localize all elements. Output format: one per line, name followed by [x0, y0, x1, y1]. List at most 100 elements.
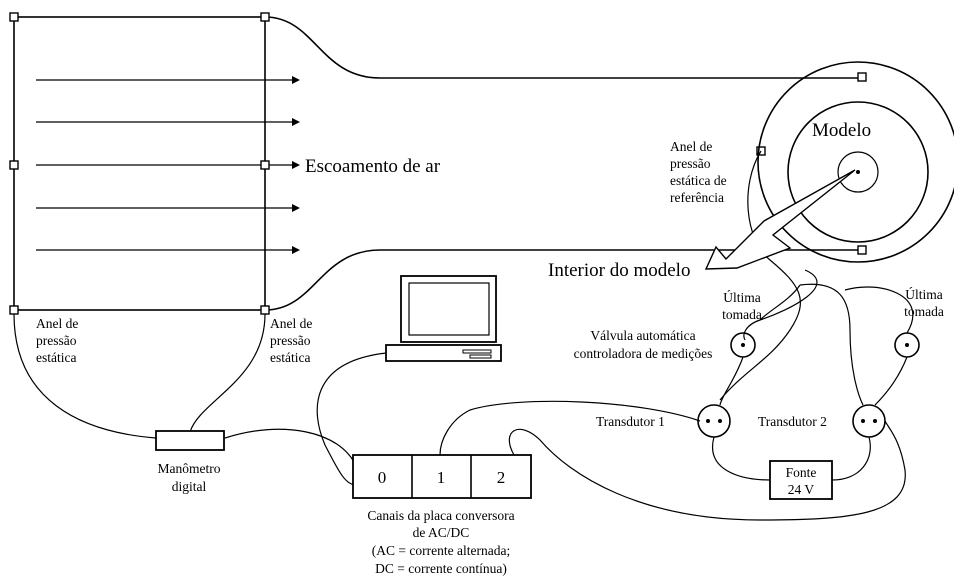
air-flow-label: Escoamento de ar	[305, 156, 441, 177]
converter-board	[352, 454, 532, 499]
tube-valve-transducer1	[719, 356, 744, 406]
svg-text:pressão: pressão	[270, 333, 311, 348]
cd-drive-icon	[469, 354, 492, 359]
power-wire-2	[831, 436, 871, 481]
model-inner-circle	[787, 101, 929, 243]
contraction-lower-wall	[264, 249, 862, 311]
valve-label: Válvula automática controladora de mediç…	[574, 328, 713, 361]
arrow-head-icon	[292, 204, 300, 212]
manometer-output-cable	[224, 428, 357, 467]
test-section	[264, 16, 862, 311]
svg-text:digital: digital	[172, 479, 207, 494]
svg-text:controladora de medições: controladora de medições	[574, 346, 713, 361]
computer-cable	[316, 352, 387, 486]
transducer-2-label: Transdutor 2	[758, 414, 827, 429]
svg-text:Última: Última	[905, 287, 943, 302]
valve-and-taps	[730, 332, 920, 358]
settling-chamber-outline	[13, 16, 266, 311]
pressure-tap-icon	[9, 160, 19, 170]
pressure-tap-icon	[260, 12, 270, 22]
valve-tube	[743, 269, 818, 341]
svg-text:Anel de: Anel de	[270, 316, 312, 331]
transducer-2	[852, 404, 886, 438]
contraction-upper-wall	[264, 16, 862, 79]
model-label: Modelo	[812, 120, 871, 141]
svg-text:estática: estática	[270, 350, 310, 365]
reference-ring-label: Anel de pressão estática de referência	[670, 139, 727, 205]
model-outer-circle	[757, 61, 954, 263]
svg-text:tomada: tomada	[904, 304, 944, 319]
arrow-head-icon	[292, 118, 300, 126]
last-tap-1-label: Última tomada	[722, 290, 762, 322]
svg-text:referência: referência	[670, 190, 724, 205]
svg-text:Canais da placa conversora: Canais da placa conversora	[367, 508, 514, 523]
svg-text:estática de: estática de	[670, 173, 727, 188]
pressure-tap-icon	[857, 245, 867, 255]
channel-2-label: 2	[497, 468, 506, 487]
arrow-head-icon	[292, 246, 300, 254]
tube-last-tap-1	[759, 284, 801, 321]
svg-text:DC = corrente contínua): DC = corrente contínua)	[375, 561, 507, 576]
manometer-label: Manômetro digital	[158, 461, 221, 494]
static-ring-left-label: Anel de pressão estática	[36, 316, 78, 365]
transducer-port-dot	[861, 419, 865, 423]
tube-last-tap-2	[844, 286, 914, 334]
instrument-wiring	[439, 283, 914, 521]
svg-text:de AC/DC: de AC/DC	[413, 525, 470, 540]
svg-text:Última: Última	[723, 290, 761, 305]
settling-chamber	[13, 16, 300, 311]
model	[719, 61, 954, 401]
svg-text:Anel de: Anel de	[670, 139, 712, 154]
last-tap-2-label: Última tomada	[904, 287, 944, 319]
transducer-port-dot	[873, 419, 877, 423]
channel-0-label: 0	[378, 468, 387, 487]
power-wire-1	[712, 436, 771, 481]
transducer-port-dot	[706, 419, 710, 423]
tube-mid-static	[189, 313, 266, 433]
pressure-tap-icon	[260, 160, 270, 170]
tube-tap2-transducer2	[874, 356, 908, 406]
flow-arrows	[36, 76, 300, 254]
tap-port-dot	[905, 343, 909, 347]
signal-wire-transducer1	[439, 400, 701, 456]
pressure-tap-icon	[9, 12, 19, 22]
svg-text:pressão: pressão	[36, 333, 77, 348]
model-center-dot	[856, 170, 860, 174]
transducer-1-label: Transdutor 1	[596, 414, 665, 429]
arrow-head-icon	[292, 76, 300, 84]
digital-manometer	[155, 430, 225, 451]
svg-text:Anel de: Anel de	[36, 316, 78, 331]
model-interior-label: Interior do modelo	[548, 260, 690, 281]
transducer-1	[697, 404, 731, 438]
monitor-screen	[408, 282, 490, 336]
power-supply-label: Fonte 24 V	[786, 465, 817, 497]
channel-labels: 0 1 2	[378, 468, 506, 487]
channel-1-label: 1	[437, 468, 446, 487]
manometer-tubes	[13, 313, 357, 467]
svg-text:estática: estática	[36, 350, 76, 365]
transducer-port-dot	[718, 419, 722, 423]
converter-channels-box	[352, 454, 532, 499]
reference-pressure-tube	[719, 150, 801, 401]
pressure-tap-icon	[9, 305, 19, 315]
converter-label: Canais da placa conversora de AC/DC (AC …	[367, 508, 514, 576]
model-center-tap	[837, 151, 879, 193]
valve-port-dot	[741, 343, 745, 347]
svg-text:Válvula automática: Válvula automática	[590, 328, 695, 343]
static-ring-mid-label: Anel de pressão estática	[270, 316, 312, 365]
labels: Escoamento de ar Modelo Anel de pressão …	[36, 120, 944, 576]
pressure-tap-icon	[260, 305, 270, 315]
svg-text:Fonte: Fonte	[786, 465, 817, 480]
svg-text:Manômetro: Manômetro	[158, 461, 221, 476]
tube-left-static	[13, 313, 157, 439]
svg-text:(AC = corrente alternada;: (AC = corrente alternada;	[372, 543, 510, 558]
tube-model-transducer2	[799, 283, 864, 406]
model-interior-callout-arrow	[704, 169, 856, 270]
computer	[316, 275, 502, 486]
arrow-head-icon	[292, 161, 300, 169]
svg-text:24 V: 24 V	[788, 482, 815, 497]
floppy-drive-icon	[462, 349, 492, 354]
pressure-tap-icon	[857, 72, 867, 82]
